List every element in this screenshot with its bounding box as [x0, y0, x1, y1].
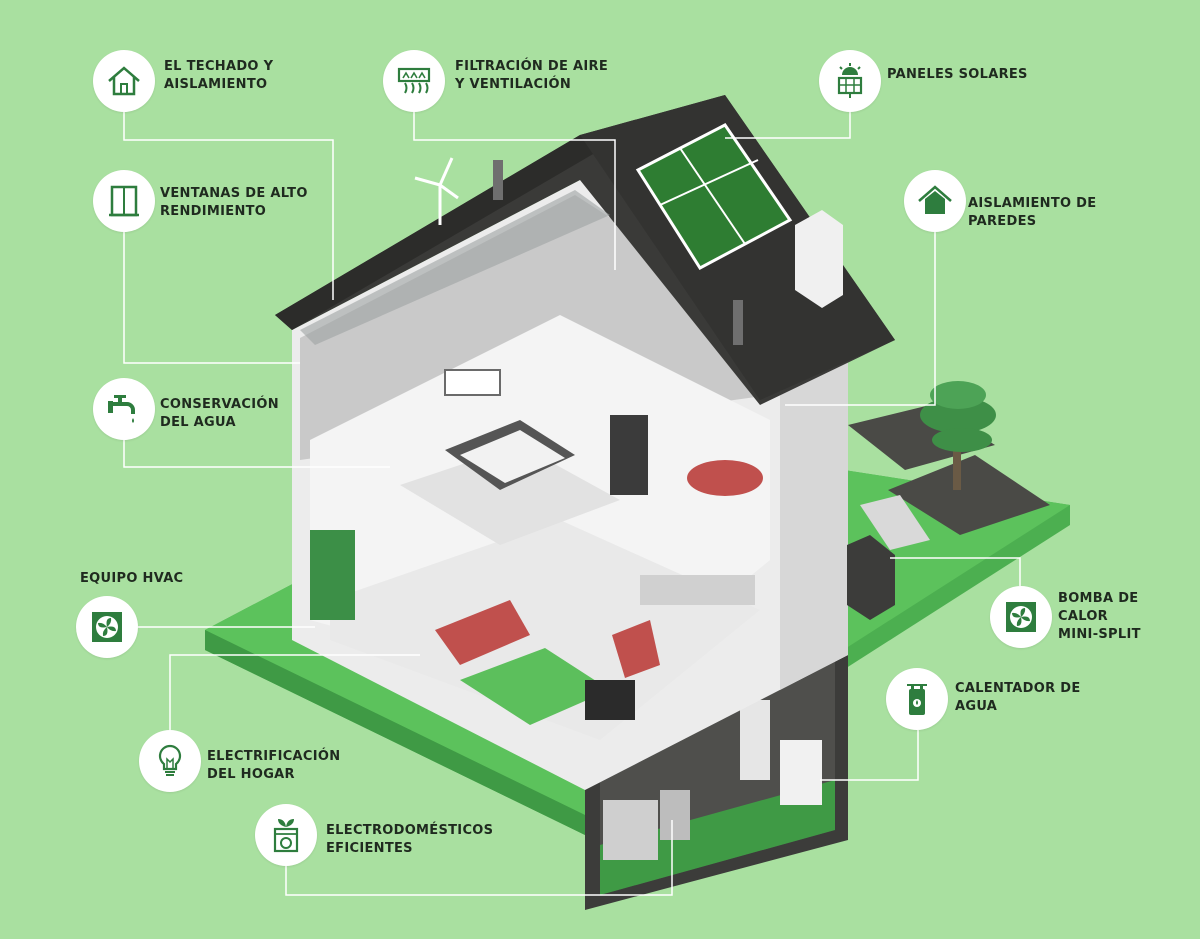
- solar-panel-icon: [837, 63, 863, 98]
- leader-roof: [123, 112, 334, 300]
- solar-badge: [819, 50, 881, 112]
- walls-badge: [904, 170, 966, 232]
- air-badge: [383, 50, 445, 112]
- room-furniture: [310, 369, 763, 725]
- leader-electric: [169, 654, 420, 730]
- water-heater-icon: [907, 684, 927, 715]
- water-badge: [93, 378, 155, 440]
- heater-badge: [886, 668, 948, 730]
- leader-solar: [725, 112, 851, 139]
- house-filled-icon: [918, 185, 952, 214]
- window-icon: [109, 185, 139, 217]
- fan-icon: [1006, 602, 1036, 632]
- solar-label: PANELES SOLARES: [887, 67, 1028, 82]
- leader-water: [123, 440, 390, 468]
- faucet-icon: [108, 395, 135, 423]
- washing-machine-icon: [273, 819, 299, 853]
- fan-icon: [92, 612, 122, 642]
- leader-appliances: [285, 820, 673, 896]
- hvac-outdoor-unit: [847, 535, 895, 620]
- heatpump-badge: [990, 586, 1052, 648]
- house-outline-icon: [108, 66, 140, 96]
- hvac-label: EQUIPO HVAC: [80, 571, 184, 586]
- leader-lines: [123, 112, 1021, 896]
- electric-badge: [139, 730, 201, 792]
- chimney: [493, 160, 843, 345]
- windows-badge: [93, 170, 155, 232]
- appliances-badge: [255, 804, 317, 866]
- light-bulb-icon: [158, 744, 182, 776]
- leader-heater: [820, 730, 919, 781]
- leader-heatpump: [890, 557, 1021, 586]
- basement: [585, 625, 848, 910]
- wind-turbine: [414, 157, 459, 225]
- air-filter-icon: [397, 67, 431, 94]
- leader-air: [413, 112, 616, 270]
- hvac-badge: [76, 596, 138, 658]
- tree: [920, 381, 996, 490]
- roof-badge: [93, 50, 155, 112]
- solar-panels: [635, 123, 793, 270]
- leader-windows: [123, 230, 300, 364]
- leader-walls: [785, 232, 936, 406]
